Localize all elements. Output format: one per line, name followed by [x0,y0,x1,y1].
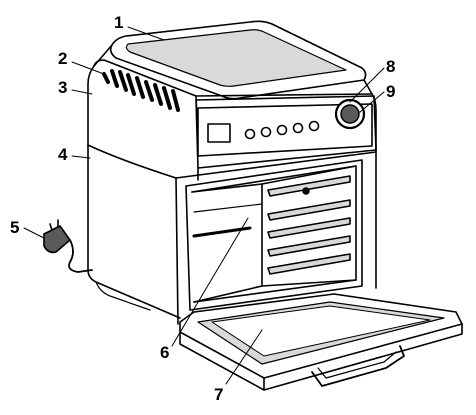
touch-button [244,128,256,140]
top-lid [109,20,367,100]
display-window [207,123,231,143]
power-plug [43,219,93,273]
touch-button [308,120,320,132]
callout-3: 3 [58,78,67,97]
side-vents [102,69,180,112]
rack-rail [267,175,351,197]
callout-2: 2 [58,49,67,68]
oven-cavity [185,159,363,311]
callout-8: 8 [386,57,395,76]
callout-6: 6 [160,343,169,362]
callout-5: 5 [10,218,19,237]
callout-9: 9 [386,82,395,101]
control-knob [334,98,366,130]
callout-4: 4 [58,145,68,164]
control-panel [195,95,377,169]
callout-7: 7 [214,385,223,404]
rack-rail [267,199,351,221]
leader-lines [23,26,385,385]
rack-rail [267,253,351,275]
touch-button [260,126,272,138]
oven-door [179,293,463,391]
touch-button [276,124,288,136]
touch-button [292,122,304,134]
callout-labels: 1 2 3 4 5 6 7 8 9 [10,13,395,404]
door-handle [311,345,405,387]
upper-housing [87,44,377,146]
fan-center [302,187,310,195]
rack-rail [267,217,351,239]
rack-rail [267,235,351,257]
callout-1: 1 [114,13,123,32]
